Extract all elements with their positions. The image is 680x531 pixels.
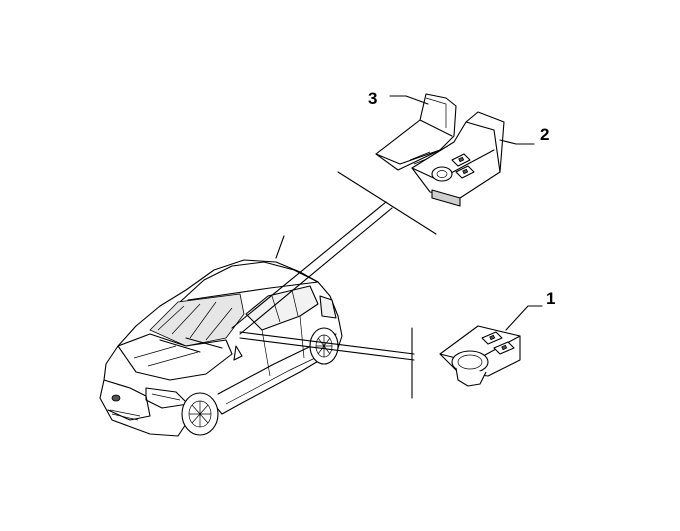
- car-illustration: [99, 235, 343, 437]
- part-1-console-unit: [439, 325, 521, 387]
- pointer-lines: [231, 171, 437, 399]
- callout-1-label: 1: [546, 289, 555, 308]
- callout-leaders: [389, 95, 543, 331]
- part-2-switch-panel: [411, 111, 505, 207]
- callout-2-label: 2: [540, 125, 549, 144]
- callout-3-label: 3: [368, 89, 377, 108]
